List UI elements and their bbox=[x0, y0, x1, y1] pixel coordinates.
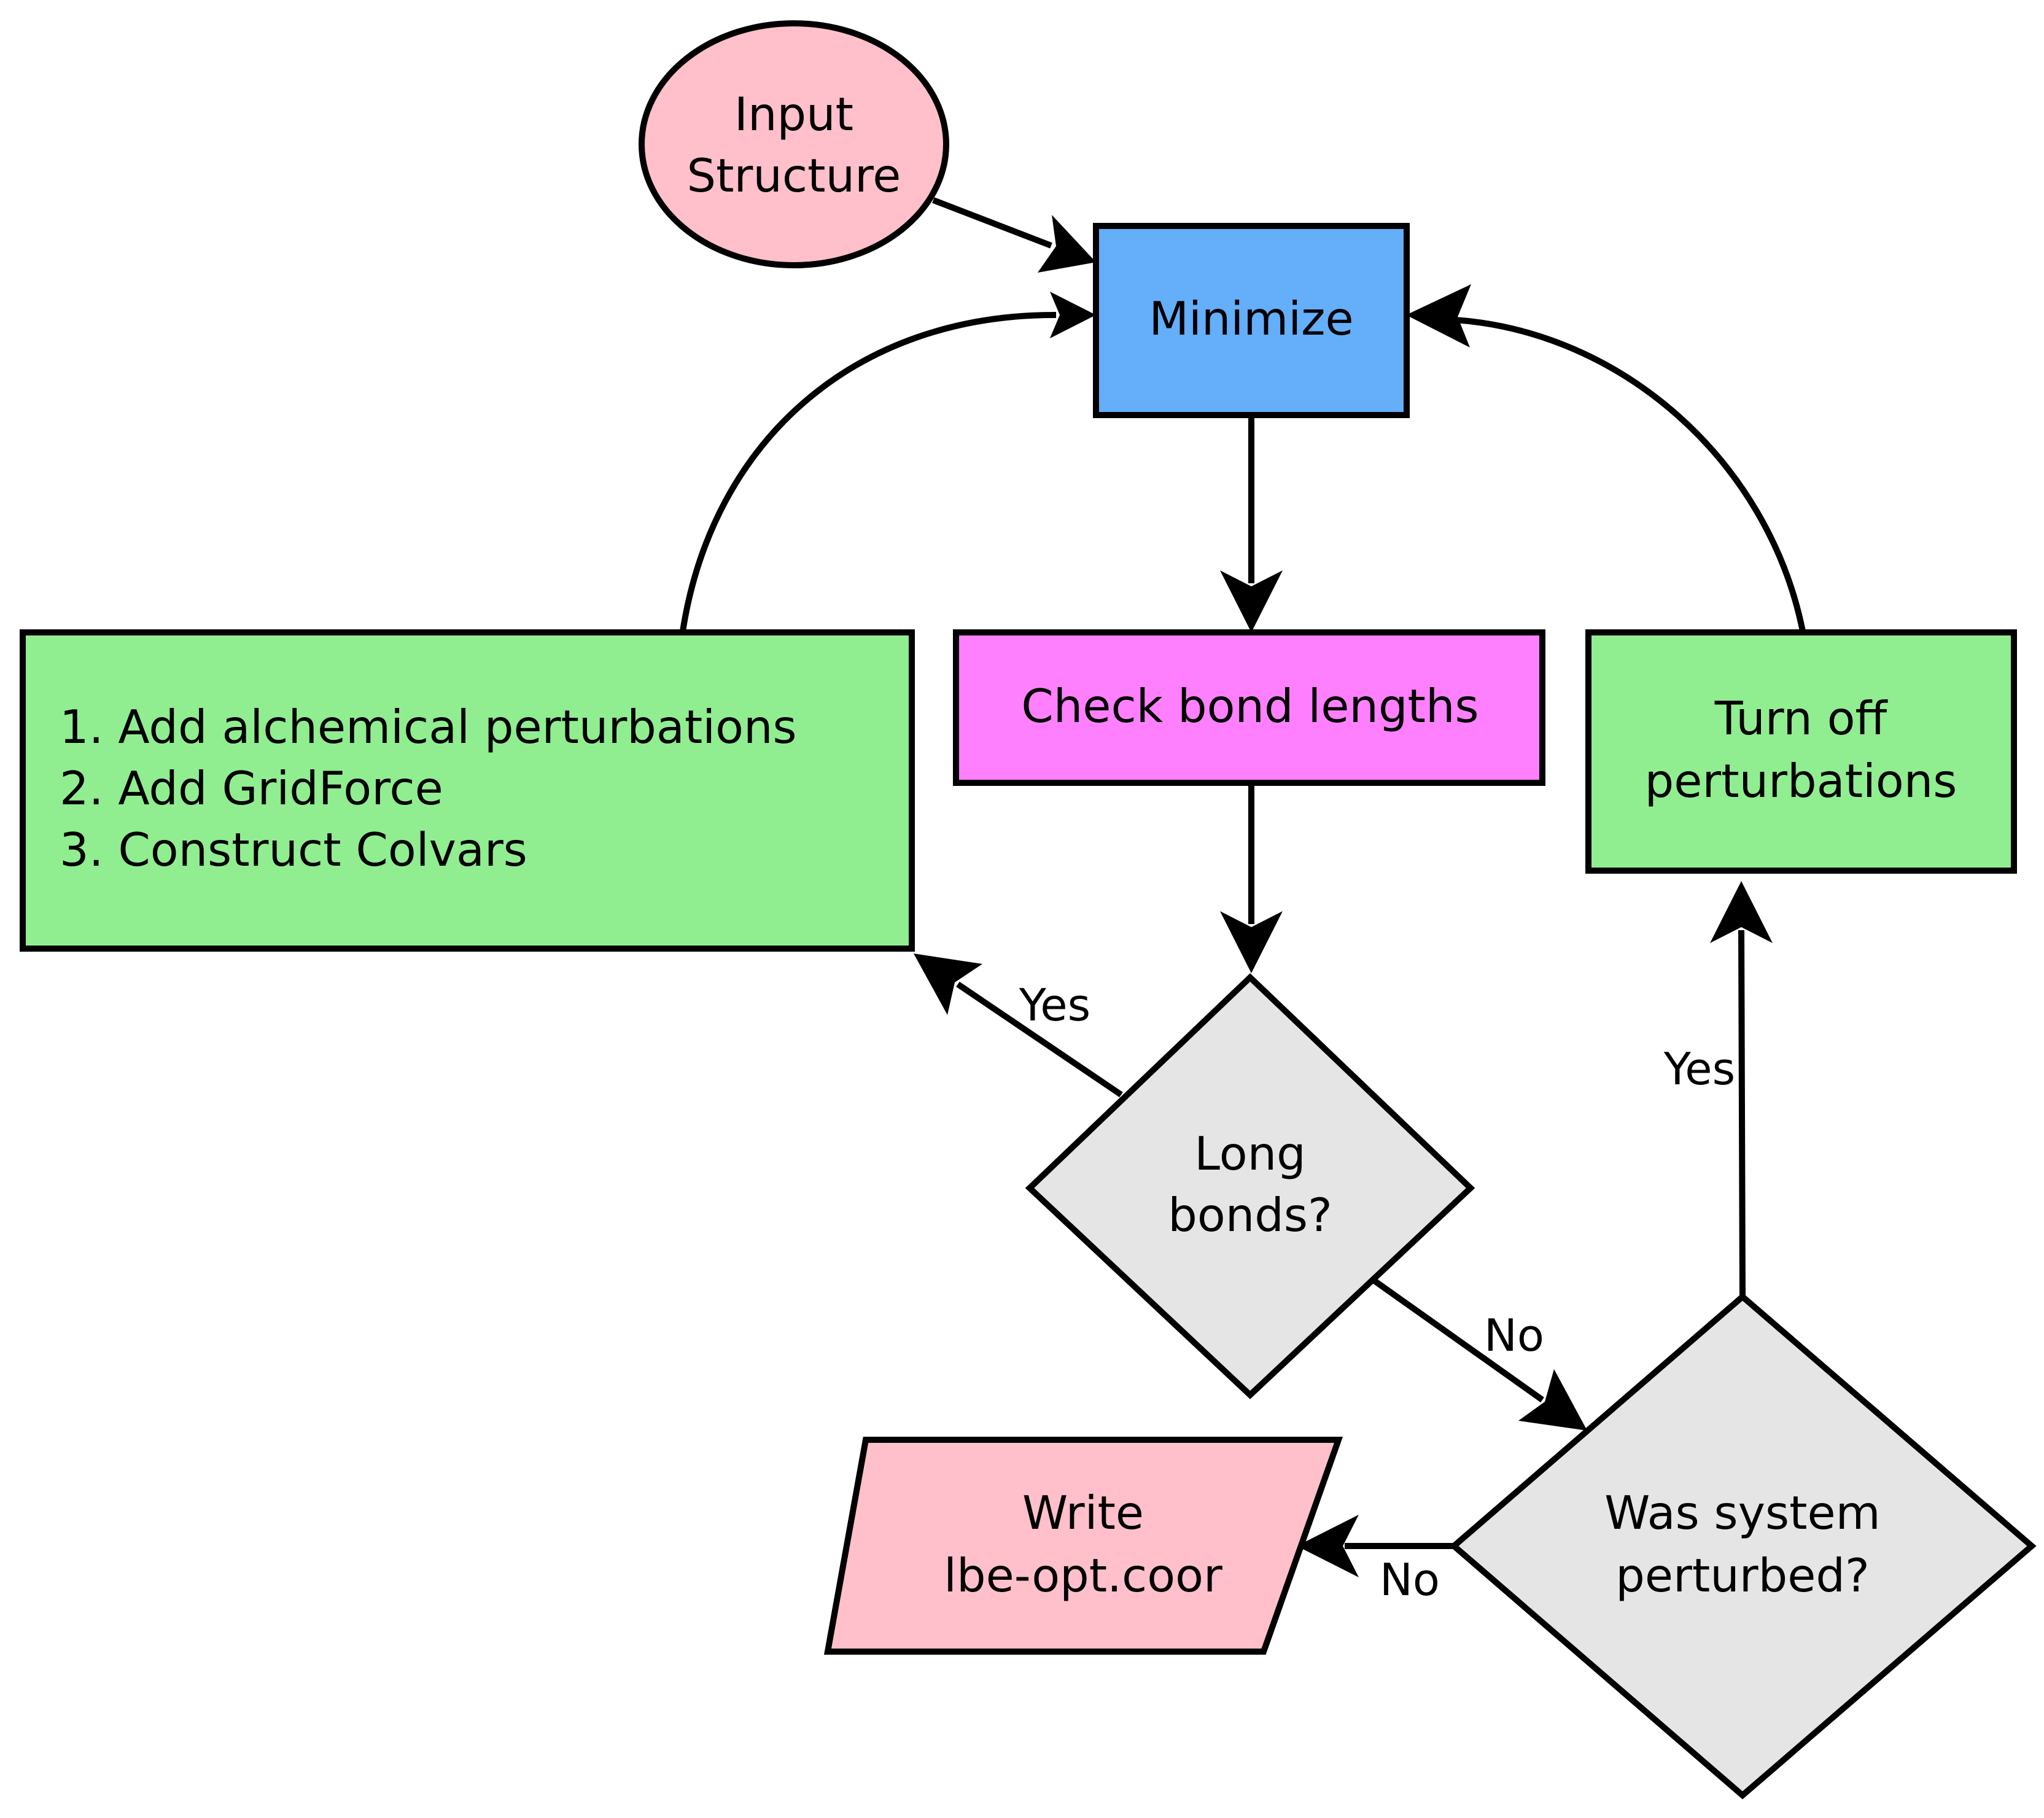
node-was-perturbed-decision: Was system perturbed? bbox=[1449, 1292, 2037, 1800]
add-steps-line-3: 3. Construct Colvars bbox=[60, 823, 527, 877]
edge-perturbed-no bbox=[1297, 1515, 1454, 1577]
check-bond-lengths-shape bbox=[953, 629, 1545, 786]
was-perturbed-line-2: perturbed? bbox=[1615, 1548, 1870, 1602]
was-perturbed-shape bbox=[1449, 1292, 2037, 1800]
was-perturbed-line-1: Was system bbox=[1604, 1486, 1880, 1540]
write-output-line-2: lbe-opt.coor bbox=[944, 1548, 1222, 1602]
edge-steps-to-minimize bbox=[680, 292, 1096, 632]
long-bonds-line-1: Long bbox=[1194, 1127, 1306, 1181]
node-add-steps: 1. Add alchemical perturbations 2. Add G… bbox=[20, 629, 915, 952]
node-write-output: Write lbe-opt.coor bbox=[824, 1437, 1343, 1655]
turn-off-shape bbox=[1585, 629, 2017, 874]
node-check-bond-lengths: Check bond lengths bbox=[953, 629, 1545, 786]
edge-label-long-no: No bbox=[1484, 1310, 1544, 1361]
node-turn-off-perturbations: Turn off perturbations bbox=[1585, 629, 2017, 874]
edge-label-perturbed-no: No bbox=[1380, 1554, 1440, 1606]
node-long-bonds-decision: Long bonds? bbox=[1025, 973, 1475, 1399]
add-steps-line-2: 2. Add GridForce bbox=[60, 761, 443, 815]
input-structure-shape bbox=[639, 20, 949, 268]
edge-minimize-to-check bbox=[1220, 415, 1283, 632]
edge-check-to-long-bonds bbox=[1220, 783, 1283, 973]
edge-input-to-minimize bbox=[932, 197, 1096, 273]
input-structure-label-line-2: Structure bbox=[687, 149, 901, 203]
minimize-shape bbox=[1093, 223, 1410, 418]
write-output-line-1: Write bbox=[1022, 1486, 1144, 1540]
node-minimize: Minimize bbox=[1093, 223, 1410, 418]
turn-off-line-1: Turn off bbox=[1714, 691, 1889, 745]
long-bonds-line-2: bonds? bbox=[1168, 1188, 1332, 1242]
input-structure-label-line-1: Input bbox=[734, 87, 853, 141]
add-steps-shape bbox=[20, 629, 915, 952]
long-bonds-shape bbox=[1025, 973, 1475, 1399]
turn-off-line-2: perturbations bbox=[1645, 754, 1957, 808]
add-steps-line-1: 1. Add alchemical perturbations bbox=[60, 700, 797, 754]
edge-long-bonds-no bbox=[1372, 1277, 1587, 1431]
edge-label-long-yes: Yes bbox=[1019, 979, 1090, 1031]
edge-long-bonds-yes bbox=[914, 954, 1123, 1098]
node-input-structure: Input Structure bbox=[639, 20, 949, 268]
edge-label-perturbed-yes: Yes bbox=[1663, 1043, 1735, 1095]
minimize-label: Minimize bbox=[1149, 292, 1353, 346]
check-bond-lengths-label: Check bond lengths bbox=[1021, 679, 1479, 733]
edge-turnoff-to-minimize bbox=[1406, 284, 1806, 632]
edge-perturbed-yes bbox=[1710, 881, 1773, 1296]
write-output-shape bbox=[824, 1437, 1343, 1655]
